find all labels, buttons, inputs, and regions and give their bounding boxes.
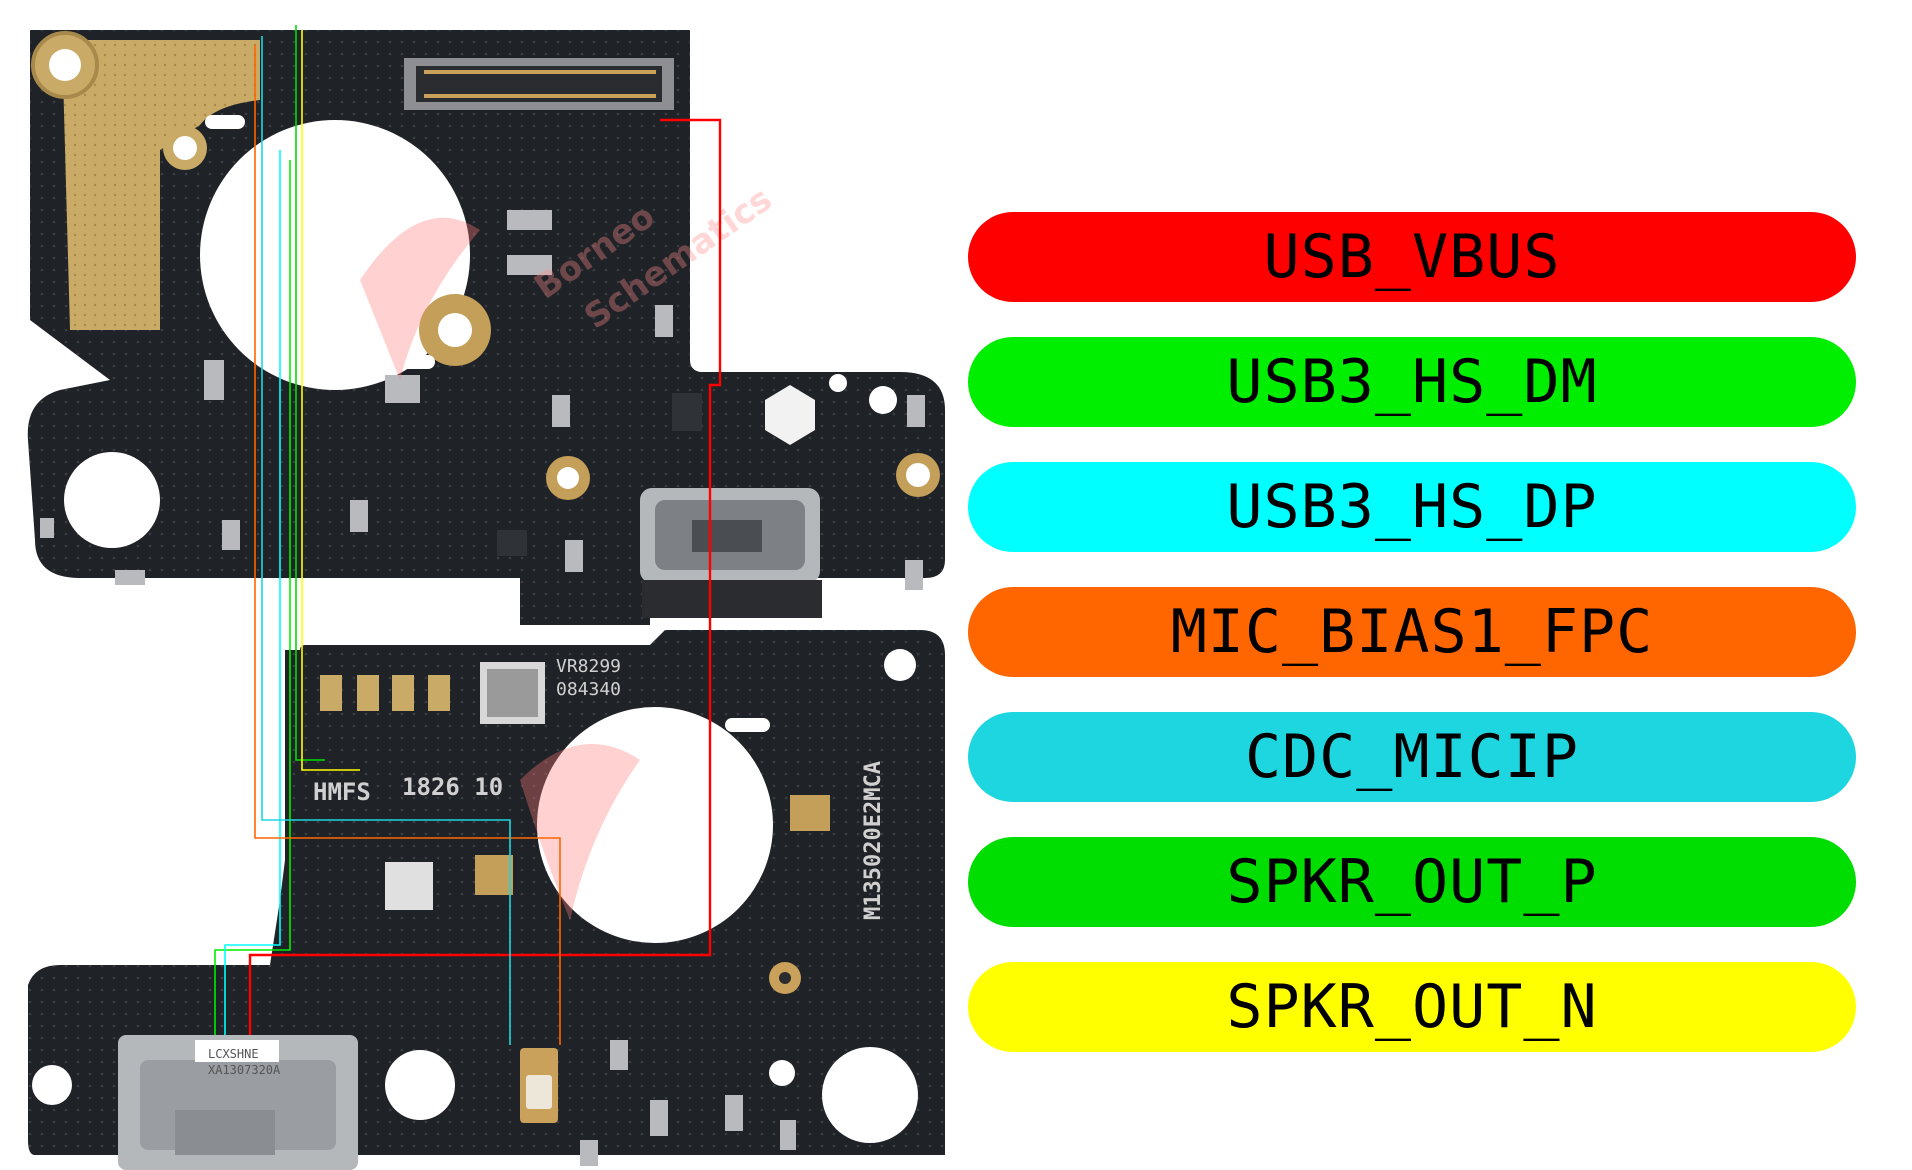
legend-usb-vbus: USB_VBUS [968, 212, 1856, 302]
hmfs-label: HMFS [313, 778, 371, 806]
lower-board: VR8299 084340 HMFS 1826 10 M135020E2MCA … [28, 630, 945, 1170]
pcb-code-label: 084340 [556, 679, 621, 700]
legend-usb3-hs-dm: USB3_HS_DM [968, 337, 1856, 427]
legend-label-usb3-hs-dm: USB3_HS_DM [1226, 347, 1598, 417]
legend-spkr-out-p: SPKR_OUT_P [968, 837, 1856, 927]
legend-label-spkr-out-n: SPKR_OUT_N [1226, 972, 1598, 1042]
upper-board [27, 30, 945, 625]
legend-mic-bias1-fpc: MIC_BIAS1_FPC [968, 587, 1856, 677]
legend-label-spkr-out-p: SPKR_OUT_P [1226, 847, 1598, 917]
legend-label-mic-bias1-fpc: MIC_BIAS1_FPC [1170, 597, 1654, 667]
legend-label-usb3-hs-dp: USB3_HS_DP [1226, 472, 1598, 542]
legend-label-cdc-micip: CDC_MICIP [1244, 722, 1580, 792]
legend-label-usb-vbus: USB_VBUS [1263, 222, 1561, 292]
model-label: M135020E2MCA [861, 761, 886, 920]
connector-brand-label: LCXSHNE [208, 1047, 259, 1061]
signal-traces [214, 25, 722, 1045]
pcb-id-label: VR8299 [556, 656, 621, 677]
legend-cdc-micip: CDC_MICIP [968, 712, 1856, 802]
legend-spkr-out-n: SPKR_OUT_N [968, 962, 1856, 1052]
legend-usb3-hs-dp: USB3_HS_DP [968, 462, 1856, 552]
connector-code-label: XA1307320A [208, 1063, 281, 1077]
date-code-label: 1826 10 [402, 773, 503, 801]
